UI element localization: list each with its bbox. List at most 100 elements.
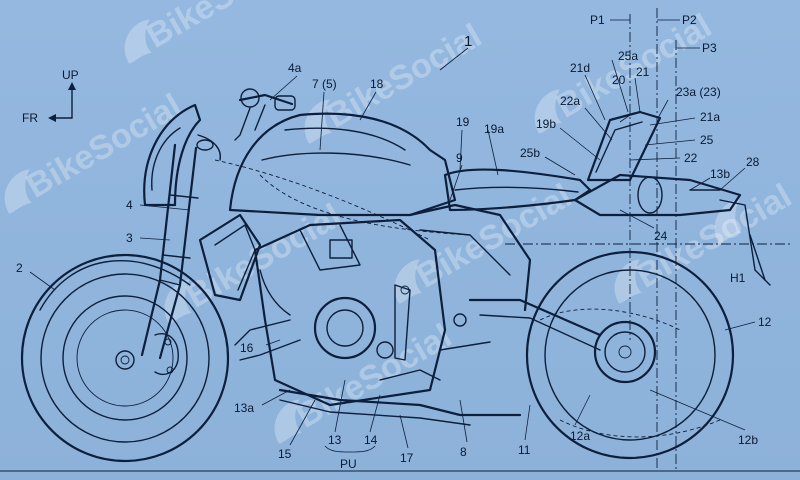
rear-hidden-line <box>559 419 721 438</box>
spark-plug-cover <box>329 239 353 259</box>
leader-18 <box>359 91 377 121</box>
leader-22 <box>629 157 681 161</box>
watermark-4: BikeSocial <box>4 87 188 214</box>
front-disc-inner <box>76 309 174 407</box>
front-arrowhead-icon <box>48 114 56 122</box>
label-14: 14 <box>364 433 378 447</box>
leader-21d <box>584 74 606 121</box>
leader-12b <box>649 389 746 431</box>
leader-21 <box>634 77 641 113</box>
front-brake-disc <box>62 295 188 421</box>
headlight-shell <box>143 103 202 207</box>
label-13: 13 <box>328 433 342 447</box>
label-1: 1 <box>464 33 472 50</box>
frame <box>408 203 602 351</box>
label-8: 8 <box>460 445 467 459</box>
clutch-cover <box>313 296 377 360</box>
swingarm <box>468 298 602 337</box>
radiator-hose <box>259 269 291 316</box>
leader-17 <box>399 414 409 449</box>
shroud-inner <box>214 224 256 291</box>
front-fork <box>140 143 199 360</box>
leader-24 <box>619 209 655 229</box>
label-pu: PU <box>340 457 357 471</box>
label-13a: 13a <box>234 401 254 415</box>
watermark-text: BikeSocial <box>140 0 308 56</box>
tank-crease <box>261 152 411 166</box>
part-labels: UP FR P1 P2 P3 H1 1 2 3 4 4a 7 (5) 18 19… <box>16 13 772 471</box>
watermark-layer: BikeSocial BikeSocial BikeSocial BikeSoc… <box>4 0 798 444</box>
watermark-text: BikeSocial <box>20 87 188 206</box>
label-25b: 25b <box>520 146 540 160</box>
label-7: 7 (5) <box>312 77 337 91</box>
leader-lines <box>29 47 756 453</box>
frame-rail <box>419 229 511 276</box>
leader-13b <box>689 177 711 191</box>
chain-guard-hidden <box>539 308 681 331</box>
clutch-cover-inner <box>326 309 364 347</box>
exhaust-header <box>239 339 301 361</box>
front-wheel <box>20 253 230 463</box>
leader-11 <box>524 404 531 441</box>
leader-13 <box>334 379 346 433</box>
tail-section <box>573 110 771 286</box>
oil-filler <box>376 341 394 359</box>
caliper-bolt <box>166 366 174 374</box>
leader-12a <box>574 394 591 426</box>
rear-rim <box>544 269 716 441</box>
label-19: 19 <box>456 115 470 129</box>
side-shroud <box>198 213 262 302</box>
label-19b: 19b <box>536 117 556 131</box>
label-18: 18 <box>370 77 384 91</box>
up-arrowhead-icon <box>68 82 76 90</box>
leader-23a <box>657 99 669 119</box>
headlight-lens <box>151 127 181 191</box>
watermark-logo <box>304 99 332 144</box>
grip-switch <box>274 95 296 111</box>
leader-8 <box>459 399 468 443</box>
front-label: FR <box>22 111 38 125</box>
license-plate-bracket <box>719 199 771 286</box>
leader-20 <box>619 114 631 123</box>
leader-28 <box>719 167 746 191</box>
leader-9 <box>449 164 463 201</box>
label-2: 2 <box>16 261 23 275</box>
tail-light <box>637 176 663 214</box>
leader-25a <box>611 59 629 113</box>
brake-line <box>254 104 266 131</box>
seat-seam <box>454 186 579 193</box>
grab-rail-inner <box>595 121 643 173</box>
rear-hub <box>604 331 646 373</box>
leader-19a <box>487 129 499 176</box>
front-tire-outer <box>20 253 230 463</box>
leader-1 <box>439 47 469 71</box>
watermark-text: BikeSocial <box>410 177 578 296</box>
handlebar <box>238 93 294 106</box>
leader-13a <box>261 389 291 406</box>
label-12a: 12a <box>570 429 590 443</box>
label-19a: 19a <box>484 122 504 136</box>
front-fender <box>39 259 191 311</box>
label-21d: 21d <box>570 61 590 75</box>
shift-pedal <box>379 369 441 381</box>
watermark-logo <box>274 399 302 444</box>
leader-4 <box>139 204 191 211</box>
label-17: 17 <box>400 451 414 465</box>
clutch-lever <box>234 107 251 141</box>
rear-brake-lever <box>439 341 491 351</box>
leader-12 <box>724 321 756 331</box>
up-label: UP <box>62 68 79 82</box>
plane-p2-label: P2 <box>682 13 697 27</box>
engine-unit <box>234 218 522 426</box>
leader-19b <box>559 127 601 161</box>
watermark-1: BikeSocial <box>124 0 308 64</box>
swingarm-lower <box>479 314 601 351</box>
rear-sprocket <box>593 320 657 384</box>
label-13b: 13b <box>710 167 730 181</box>
bar-end <box>240 88 260 108</box>
grab-rail <box>586 110 662 182</box>
indicator-light <box>196 139 214 151</box>
plane-p1-label: P1 <box>590 13 605 27</box>
watermark-logo <box>534 89 562 134</box>
tank-outline <box>228 112 457 217</box>
